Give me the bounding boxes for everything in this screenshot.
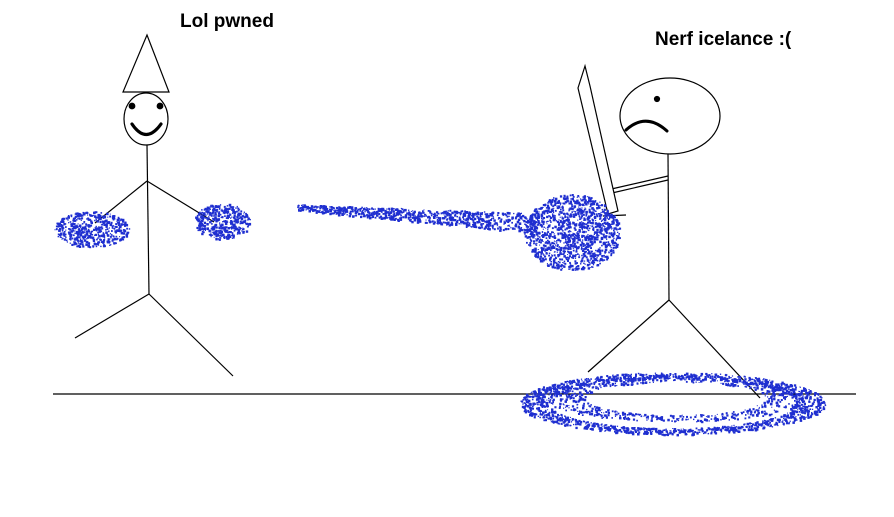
right-leg-left xyxy=(587,299,670,373)
left-eye-right xyxy=(156,102,164,110)
left-eye-left xyxy=(128,102,136,110)
right-body xyxy=(667,153,670,301)
wizard-hat xyxy=(122,33,170,93)
left-smile xyxy=(130,122,163,137)
left-leg-right xyxy=(148,293,234,377)
frost-nova-inner xyxy=(546,374,804,424)
right-frown xyxy=(624,119,669,133)
right-arm-2 xyxy=(611,179,669,194)
sword xyxy=(577,63,627,217)
frost-effects xyxy=(54,194,827,437)
right-eye xyxy=(653,95,661,103)
left-figure-caption: Lol pwned xyxy=(180,11,274,32)
right-figure-caption: Nerf icelance :( xyxy=(655,29,792,50)
left-arm-right xyxy=(146,180,215,223)
left-stick-figure xyxy=(74,33,234,377)
icelance-head xyxy=(524,194,622,271)
right-stick-figure xyxy=(587,77,761,399)
right-hand-frost xyxy=(195,203,252,241)
left-leg-left xyxy=(74,293,150,339)
sword-blade xyxy=(577,63,619,215)
left-body xyxy=(146,144,150,295)
left-head xyxy=(123,92,169,146)
frost-nova-outer xyxy=(520,372,827,437)
right-arm xyxy=(606,175,669,191)
right-head xyxy=(619,77,721,155)
left-hand-frost xyxy=(54,211,131,249)
icelance-trail xyxy=(297,204,539,235)
